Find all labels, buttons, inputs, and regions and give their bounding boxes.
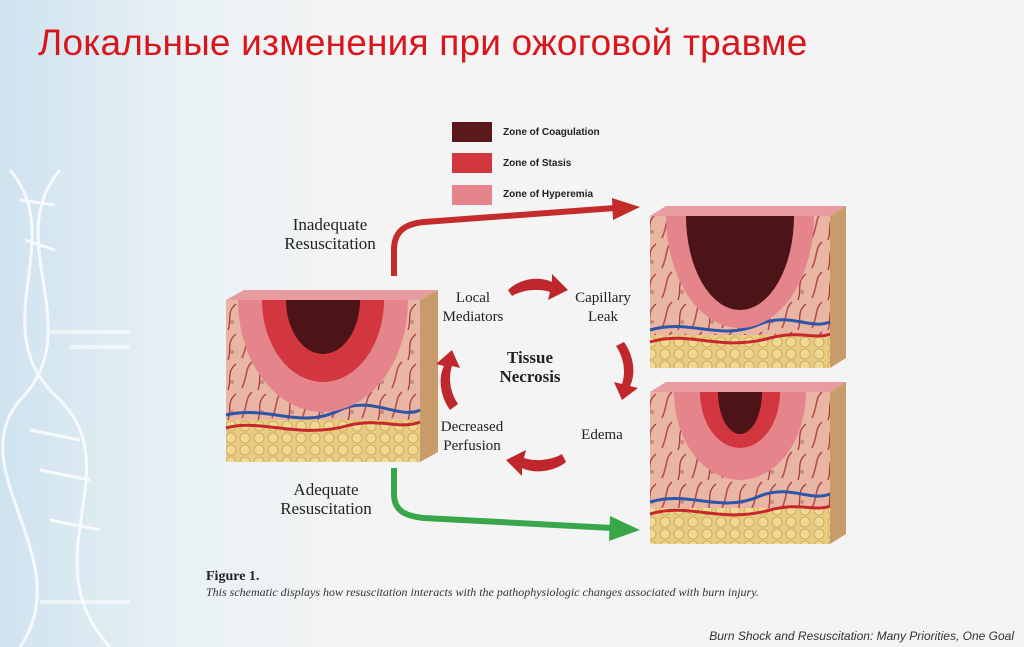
decreased-perfusion-line1: Decreased (440, 419, 504, 435)
local-mediators-line2: Mediators (442, 309, 504, 325)
necrosis-cycle-arrows (436, 274, 638, 476)
legend-label-stasis: Zone of Stasis (503, 158, 572, 169)
cycle-label-decreased-perfusion: Decreased Perfusion (426, 418, 518, 456)
figure-caption-text: This schematic displays how resuscitatio… (206, 585, 759, 599)
adequate-label-line1: Adequate (293, 480, 359, 499)
adequate-label-line2: Resuscitation (280, 499, 372, 518)
center-label-tissue-necrosis: Tissue Necrosis (488, 348, 572, 386)
cycle-label-local-mediators: Local Mediators (428, 289, 518, 327)
legend-swatch-coagulation (452, 122, 492, 142)
capillary-leak-line2: Leak (588, 309, 618, 325)
decreased-perfusion-line2: Perfusion (443, 438, 501, 454)
tissue-necrosis-line1: Tissue (507, 348, 553, 367)
legend-swatch-hyperemia (452, 185, 492, 205)
inadequate-resuscitation-arrow (391, 198, 640, 276)
adequate-resuscitation-arrow (391, 468, 640, 541)
initial-burn-tissue-block (225, 290, 438, 462)
legend-label-coagulation: Zone of Coagulation (503, 127, 600, 138)
inadequate-label-line2: Resuscitation (284, 234, 376, 253)
inadequate-outcome-tissue-block (649, 206, 846, 368)
local-mediators-line1: Local (455, 290, 491, 306)
legend-label-hyperemia: Zone of Hyperemia (503, 189, 594, 200)
inadequate-label-line1: Inadequate (292, 215, 368, 234)
adequate-resuscitation-label: Adequate Resuscitation (264, 480, 388, 518)
tissue-necrosis-line2: Necrosis (499, 367, 561, 386)
figure-caption-title: Figure 1. (206, 569, 260, 584)
inadequate-resuscitation-label: Inadequate Resuscitation (270, 215, 390, 253)
source-citation: Burn Shock and Resuscitation: Many Prior… (709, 629, 1014, 643)
cycle-label-edema: Edema (581, 427, 623, 443)
slide-title: Локальные изменения при ожоговой травме (38, 22, 808, 63)
capillary-leak-line1: Capillary (575, 290, 631, 306)
legend-swatch-stasis (452, 153, 492, 173)
adequate-outcome-tissue-block (649, 382, 846, 544)
cycle-label-capillary-leak: Capillary Leak (558, 289, 648, 327)
